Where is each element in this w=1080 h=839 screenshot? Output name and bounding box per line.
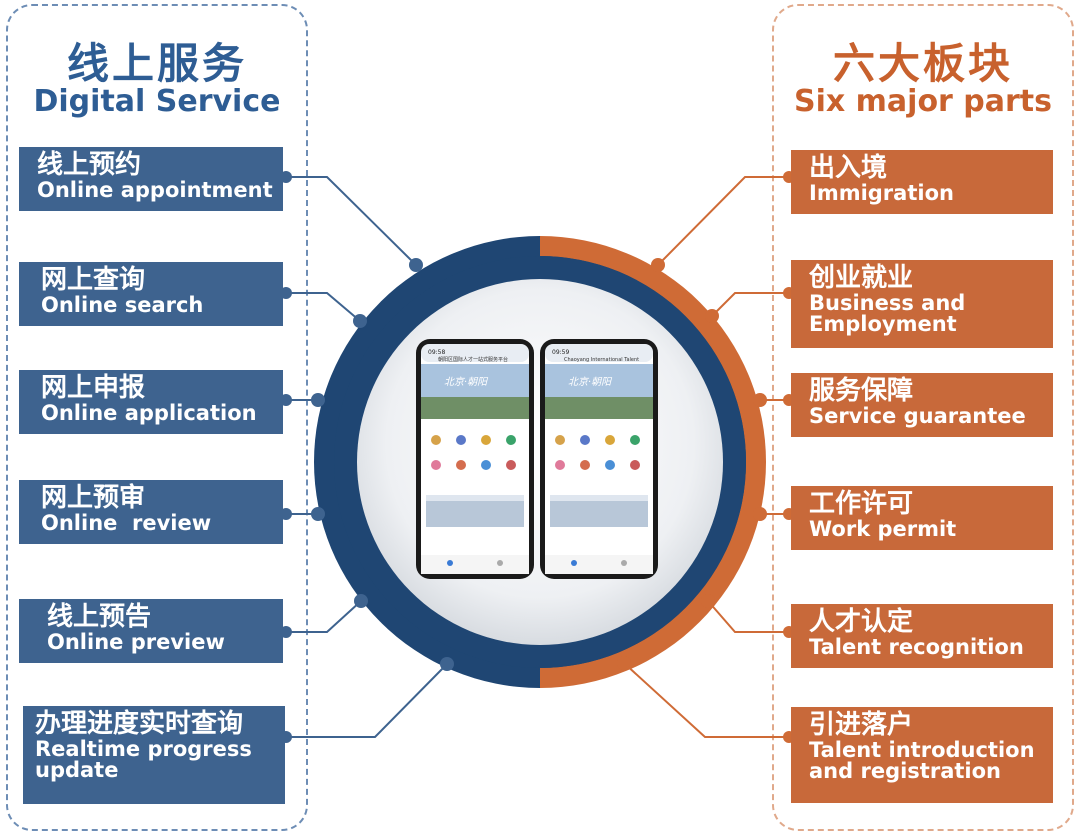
digital-item-3: 网上申报 Online application xyxy=(19,370,283,434)
part-item-1-en: Immigration xyxy=(809,181,954,205)
phone-right-banner: 北京·朝阳 xyxy=(568,376,613,388)
part-item-3-cn: 服务保障 xyxy=(809,376,914,406)
phone-right-time: 09:59 xyxy=(552,349,569,356)
digital-item-1-cn: 线上预约 xyxy=(37,150,142,180)
part-item-3-en: Service guarantee xyxy=(809,404,1026,428)
part-item-2-cn: 创业就业 xyxy=(809,263,914,293)
digital-service-panel xyxy=(6,4,308,831)
part-item-6-en: Talent introduction and registration xyxy=(809,738,1035,783)
phone-left-title: 朝阳区国际人才一站式服务平台 xyxy=(438,356,508,363)
digital-item-3-cn: 网上申报 xyxy=(41,373,146,403)
part-item-4-en: Work permit xyxy=(809,517,957,541)
digital-item-3-en: Online application xyxy=(41,401,257,425)
part-item-2-en: Business and Employment xyxy=(809,291,966,336)
phone-screenshots: 09:58 朝阳区国际人才一站式服务平台 北京·朝阳 09:59 Chaoyan… xyxy=(416,339,658,579)
digital-item-5-cn: 线上预告 xyxy=(47,602,152,632)
phone-right-title: Chaoyang International Talent xyxy=(564,357,639,363)
digital-item-1: 线上预约 Online appointment xyxy=(19,147,283,211)
part-item-1-cn: 出入境 xyxy=(809,153,888,183)
phone-left: 09:58 朝阳区国际人才一站式服务平台 北京·朝阳 xyxy=(416,339,534,579)
six-parts-title-en: Six major parts xyxy=(793,84,1053,119)
digital-item-5-en: Online preview xyxy=(47,630,225,654)
part-item-5-cn: 人才认定 xyxy=(809,607,914,637)
digital-item-6-cn: 办理进度实时查询 xyxy=(35,709,244,739)
digital-service-title-en: Digital Service xyxy=(33,84,281,119)
digital-item-4-cn: 网上预审 xyxy=(41,483,146,513)
digital-item-2-en: Online search xyxy=(41,293,204,317)
phone-left-time: 09:58 xyxy=(428,349,445,356)
digital-item-5: 线上预告 Online preview xyxy=(19,599,283,663)
digital-item-4: 网上预审 Online review xyxy=(19,480,283,544)
digital-item-6: 办理进度实时查询 Realtime progress update xyxy=(23,706,285,804)
part-item-3: 服务保障 Service guarantee xyxy=(791,373,1053,437)
digital-item-6-en: Realtime progress update xyxy=(35,737,252,782)
left-connector-dot xyxy=(280,171,292,183)
part-item-1: 出入境 Immigration xyxy=(791,150,1053,214)
ring-dot xyxy=(409,258,423,272)
part-item-5: 人才认定 Talent recognition xyxy=(791,604,1053,668)
digital-item-1-en: Online appointment xyxy=(37,178,273,202)
part-item-5-en: Talent recognition xyxy=(809,635,1024,659)
digital-item-4-en: Online review xyxy=(41,511,212,535)
six-parts-title-cn: 六大板块 xyxy=(832,39,1013,88)
part-item-4-cn: 工作许可 xyxy=(809,489,914,519)
part-item-4: 工作许可 Work permit xyxy=(791,486,1053,550)
digital-item-2-cn: 网上查询 xyxy=(41,265,146,295)
part-item-6-cn: 引进落户 xyxy=(809,710,914,740)
part-item-2: 创业就业 Business and Employment xyxy=(791,260,1053,348)
digital-item-2: 网上查询 Online search xyxy=(19,262,283,326)
phone-left-banner: 北京·朝阳 xyxy=(444,376,489,388)
digital-service-title-cn: 线上服务 xyxy=(66,39,247,88)
six-parts-panel xyxy=(772,4,1074,831)
phone-right: 09:59 Chaoyang International Talent 北京·朝… xyxy=(540,339,658,579)
part-item-6: 引进落户 Talent introduction and registratio… xyxy=(791,707,1053,803)
